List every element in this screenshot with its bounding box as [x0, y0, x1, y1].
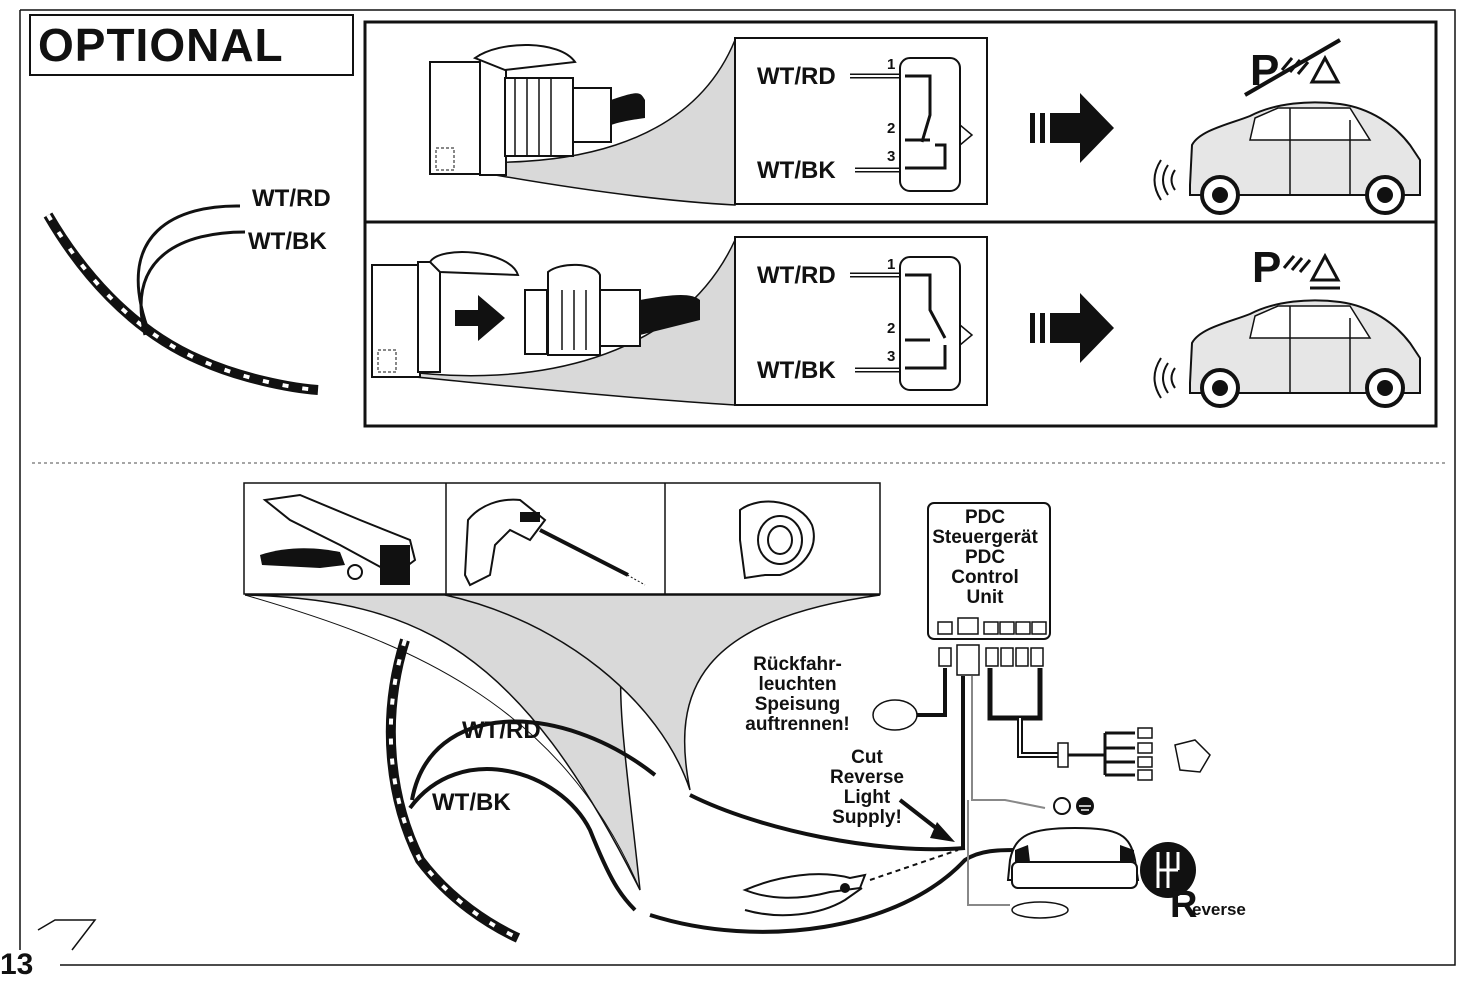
page-number-tab	[37, 919, 97, 951]
soldering-iron-icon	[463, 498, 646, 587]
arrow-right-icon	[1030, 293, 1114, 363]
title-box	[29, 14, 354, 76]
wire-stripper-icon	[260, 493, 417, 585]
socket-plugged-panel: P	[371, 236, 1421, 408]
trailer-socket-icon	[429, 43, 645, 176]
parking-letter: P	[1252, 243, 1281, 292]
car-icon	[1153, 299, 1421, 408]
note-line: Supply!	[832, 806, 902, 828]
parking-sensor-disabled-icon: P	[1243, 38, 1342, 97]
tape-roll-icon	[739, 500, 815, 580]
arrow-right-icon	[1030, 93, 1114, 163]
note-line: leuchten	[758, 673, 837, 695]
note-line: Cut	[851, 747, 883, 768]
tools-strip	[243, 482, 881, 891]
page-number: 13	[0, 948, 34, 981]
note-line: Speisung	[754, 693, 841, 715]
note-line: auftrennen!	[745, 713, 850, 735]
car-icon	[1153, 101, 1421, 215]
pdc-unit-label: PDC Steuergerät PDC Control Unit	[918, 508, 1052, 608]
note-line: Light	[843, 786, 891, 808]
wire-label-black: WT/BK	[757, 157, 836, 184]
pin-1: 1	[887, 256, 896, 273]
page-title: OPTIONAL	[38, 19, 284, 71]
wire-label-red: WT/RD	[757, 63, 836, 90]
harness-bottom	[385, 638, 1016, 943]
wire-label-red: WT/RD	[757, 262, 836, 289]
pin-1: 1	[887, 56, 896, 73]
parking-sensor-active-icon: P	[1252, 243, 1341, 292]
note-german: Rückfahr- leuchten Speisung auftrennen!	[730, 655, 865, 735]
parking-letter: P	[1250, 46, 1279, 95]
pin-3: 3	[887, 348, 896, 365]
pdc-line: Steuergerät	[932, 526, 1038, 548]
trailer-socket-open-icon	[371, 251, 520, 378]
note-line: Rückfahr-	[753, 654, 842, 675]
pin-2: 2	[887, 320, 896, 337]
note-line: Reverse	[830, 766, 904, 788]
reverse-gear-icon: R	[1140, 842, 1197, 926]
socket-unplugged-panel: P	[429, 37, 1421, 215]
wire-label-black: WT/BK	[757, 357, 836, 384]
crimping-pliers-icon	[742, 849, 959, 917]
car-rear-icon	[1006, 826, 1140, 889]
pdc-line: PDC	[964, 507, 1006, 528]
page-frame	[19, 9, 1456, 966]
wire-label-black: WT/BK	[432, 789, 511, 816]
wire-label-red: WT/RD	[462, 717, 541, 744]
reverse-label: everse	[1192, 900, 1246, 919]
wire-label-black: WT/BK	[248, 228, 327, 255]
pdc-line: Unit	[966, 586, 1004, 608]
pin-2: 2	[887, 120, 896, 137]
pin-3: 3	[887, 148, 896, 165]
switch-panel-frame	[363, 20, 1438, 428]
plug-in-arrow-icon	[455, 295, 505, 341]
wire-label-red: WT/RD	[252, 185, 331, 212]
pdc-line: PDC	[964, 546, 1006, 568]
pdc-line: Control	[951, 566, 1019, 588]
harness-top	[43, 204, 319, 395]
parking-sensor-icon	[1174, 739, 1211, 773]
pdc-control-unit	[872, 502, 1211, 919]
reverse-letter: R	[1170, 884, 1197, 926]
trailer-plug-icon	[524, 263, 700, 356]
note-english: Cut Reverse Light Supply!	[812, 748, 922, 828]
